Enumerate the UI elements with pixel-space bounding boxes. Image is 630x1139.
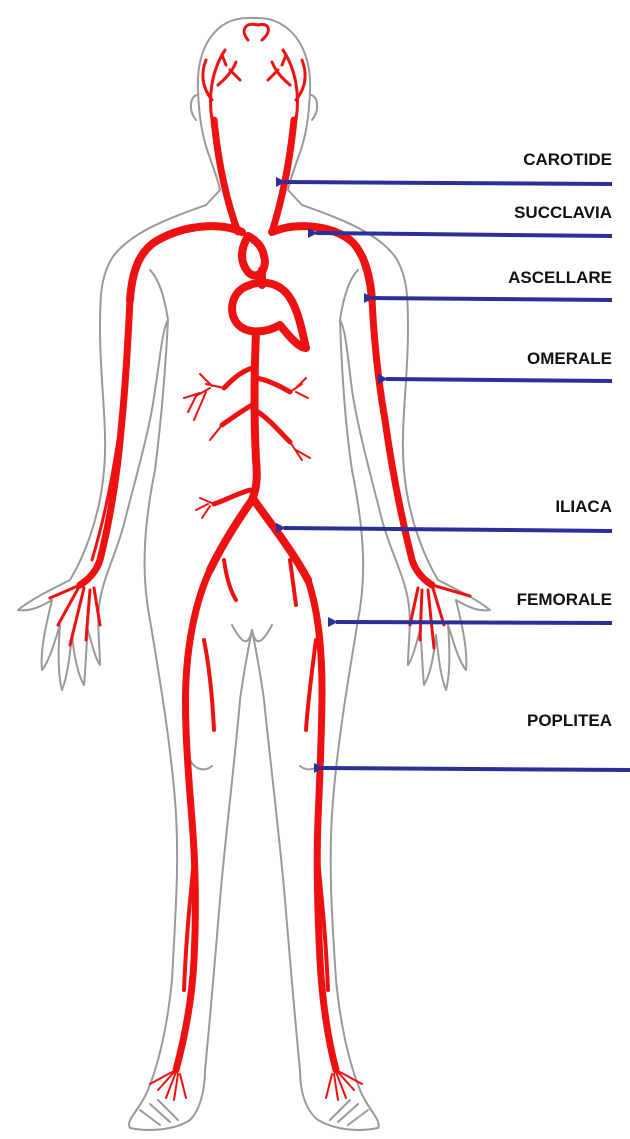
arrow-ascellare — [372, 298, 612, 300]
label-ascellare: ASCELLARE — [508, 268, 612, 288]
label-omerale: OMERALE — [527, 349, 612, 369]
arrow-poplitea — [322, 768, 630, 770]
label-poplitea: POPLITEA — [527, 711, 612, 731]
arrow-omerale — [386, 379, 612, 381]
arrow-femorale — [336, 622, 612, 623]
label-iliaca: ILIACA — [555, 497, 612, 517]
arrow-iliaca — [284, 528, 612, 531]
label-succlavia: SUCCLAVIA — [514, 203, 612, 223]
arrow-succlavia — [316, 233, 612, 236]
label-carotide: CAROTIDE — [523, 150, 612, 170]
label-femorale: FEMORALE — [517, 590, 612, 610]
arrow-carotide — [284, 182, 612, 184]
